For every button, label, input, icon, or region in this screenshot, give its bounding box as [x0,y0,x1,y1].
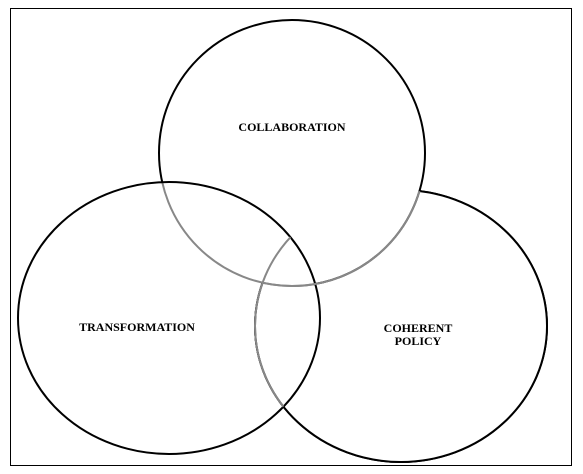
label-coherent-policy-line1: COHERENT [384,321,453,335]
circle-transformation [17,181,321,455]
overlap-top-right [255,190,426,287]
label-coherent-policy-line2: POLICY [395,334,442,348]
label-collaboration: COLLABORATION [238,120,345,134]
label-transformation: TRANSFORMATION [79,320,195,334]
